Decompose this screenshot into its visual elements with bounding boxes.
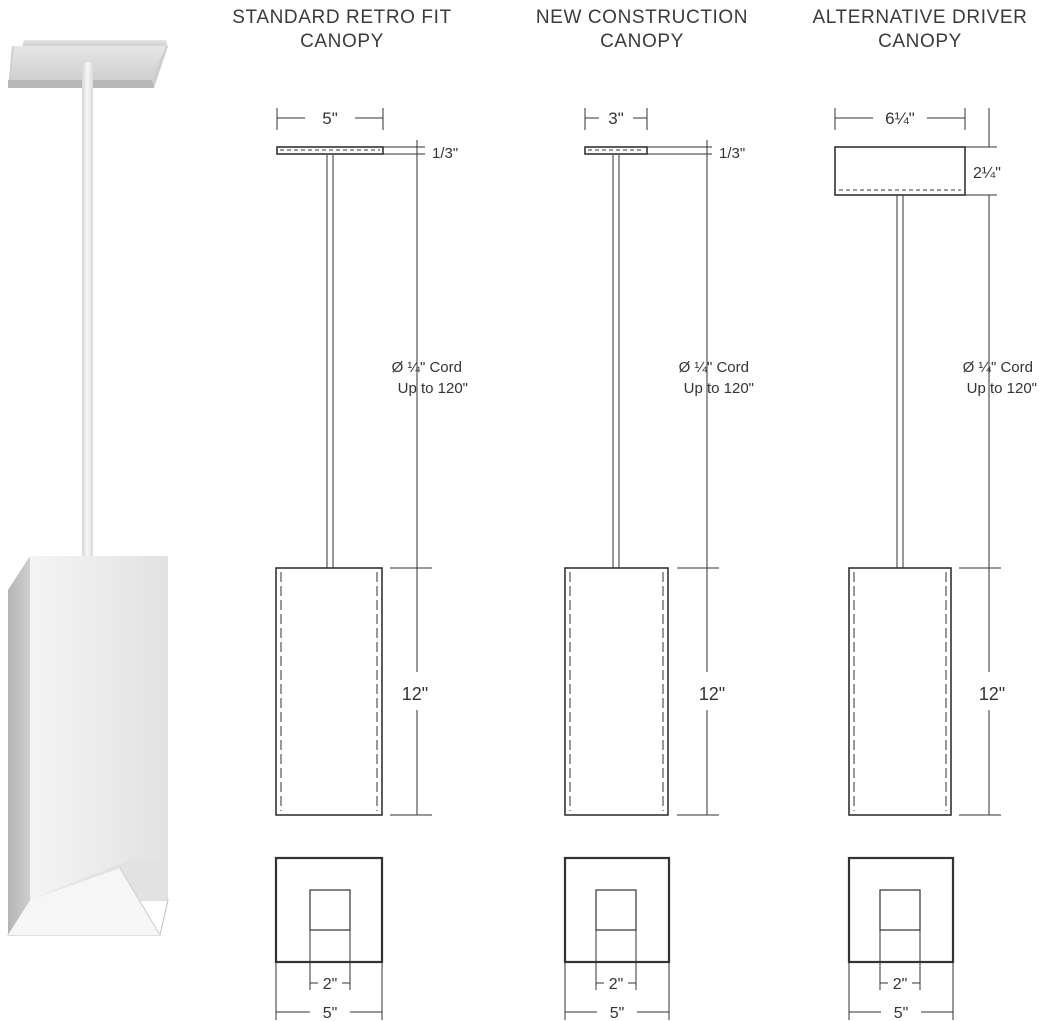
bottom-view-outer xyxy=(563,856,671,964)
drawing-standard-retro-fit: 5" 1/3" Ø ¼" Cord Up to 120" 12" 2" 5" xyxy=(274,108,468,1021)
canopy-height-label: 1/3" xyxy=(719,145,745,162)
body-width-label: 5" xyxy=(323,1005,338,1021)
aperture-width-label: 2" xyxy=(893,976,908,993)
cord-diameter-label: Ø ¼" Cord xyxy=(392,359,462,376)
pendant-render-image xyxy=(7,40,169,936)
body-height-label: 12" xyxy=(402,684,428,704)
cord-length-label: Up to 120" xyxy=(684,380,754,397)
fixture-body xyxy=(848,567,952,816)
canopy xyxy=(584,146,648,155)
render-cord xyxy=(82,62,93,562)
bottom-view-aperture xyxy=(309,889,351,931)
bottom-view-outer xyxy=(274,856,384,964)
body-width-label: 5" xyxy=(610,1005,625,1021)
canopy-height-label: 1/3" xyxy=(432,145,458,162)
canopy xyxy=(276,146,384,155)
cord-diameter-label: Ø ¼" Cord xyxy=(963,359,1033,376)
canopy xyxy=(834,146,966,196)
title-new-construction: NEW CONSTRUCTION CANOPY xyxy=(535,7,749,52)
canopy-width-label: 5" xyxy=(322,109,338,128)
cord-diameter-label: Ø ¼" Cord xyxy=(679,359,749,376)
bottom-view-aperture xyxy=(595,889,637,931)
bottom-view-aperture xyxy=(879,889,921,931)
title-standard-retro-fit: STANDARD RETRO FIT CANOPY xyxy=(232,7,452,52)
canopy-width-label: 6¼" xyxy=(885,109,915,128)
body-width-label: 5" xyxy=(894,1005,909,1021)
aperture-width-label: 2" xyxy=(609,976,624,993)
drawing-new-construction: 3" 1/3" Ø ¼" Cord Up to 120" 12" 2" 5" xyxy=(563,108,754,1021)
body-height-label: 12" xyxy=(979,684,1005,704)
bottom-view-outer xyxy=(847,856,955,964)
drawing-alternative-driver: 6¼" 2¼" Ø ¼" Cord Up to 120" 12" 2" 5" xyxy=(834,108,1037,1021)
fixture-body xyxy=(564,567,669,816)
canopy-height-label: 2¼" xyxy=(973,165,1001,182)
canopy-width-label: 3" xyxy=(608,109,624,128)
title-alternative-driver: ALTERNATIVE DRIVER CANOPY xyxy=(812,7,1028,52)
body-height-label: 12" xyxy=(699,684,725,704)
cord-length-label: Up to 120" xyxy=(967,380,1037,397)
fixture-body xyxy=(275,567,383,816)
aperture-width-label: 2" xyxy=(323,976,338,993)
cord-length-label: Up to 120" xyxy=(398,380,468,397)
